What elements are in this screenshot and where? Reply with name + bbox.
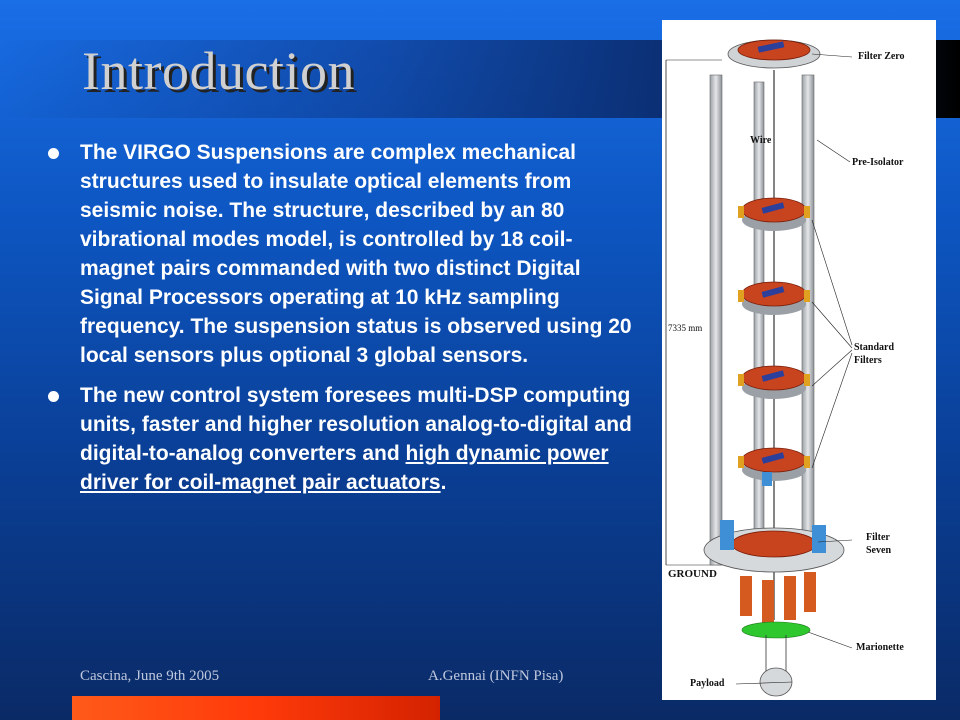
footer-accent-bar xyxy=(72,696,440,720)
label-standard-filters-line1: Standard xyxy=(854,342,895,353)
label-filter-zero: Filter Zero xyxy=(858,51,905,62)
bullet-underlined-text: high dynamic power driver for coil-magne… xyxy=(80,442,609,494)
bullet-dot-icon xyxy=(48,391,59,402)
label-filter-seven-line1: Filter xyxy=(866,532,890,543)
bullet-item: The VIRGO Suspensions are complex mechan… xyxy=(46,138,642,370)
marionette-shape xyxy=(741,621,811,639)
label-pre-isolator: Pre-Isolator xyxy=(852,157,904,168)
label-marionette: Marionette xyxy=(856,642,904,653)
label-height: 7335 mm xyxy=(668,323,703,333)
standard-filter-shape xyxy=(738,281,810,315)
label-ground: GROUND xyxy=(668,568,717,580)
support-leg xyxy=(801,74,815,566)
suspension-diagram: Filter Zero Wire Pre-Isolator 7335 mm St… xyxy=(662,20,936,700)
filter-zero-shape xyxy=(737,39,811,61)
label-payload: Payload xyxy=(690,678,725,689)
standard-filter-shape xyxy=(738,197,810,231)
footer-author: A.Gennai (INFN Pisa) xyxy=(428,668,564,684)
standard-filter-shape xyxy=(738,365,810,399)
bullet-dot-icon xyxy=(48,148,59,159)
bullet-list: The VIRGO Suspensions are complex mechan… xyxy=(46,138,642,508)
slide-title: Introduction xyxy=(82,41,355,101)
footer-location-date: Cascina, June 9th 2005 xyxy=(80,668,220,684)
bullet-item: The new control system foresees multi-DS… xyxy=(46,381,642,497)
label-standard-filters-line2: Filters xyxy=(854,355,882,366)
label-wire: Wire xyxy=(750,135,772,146)
support-leg xyxy=(709,74,723,566)
bullet-text: The new control system foresees multi-DS… xyxy=(80,384,632,465)
label-filter-seven-line2: Seven xyxy=(866,545,891,556)
bullet-text: The VIRGO Suspensions are complex mechan… xyxy=(80,141,632,367)
bullet-text-end: . xyxy=(440,471,447,494)
filter-seven-shape xyxy=(731,530,817,558)
suspension-drawing xyxy=(665,39,853,697)
standard-filter-shape xyxy=(738,447,810,486)
